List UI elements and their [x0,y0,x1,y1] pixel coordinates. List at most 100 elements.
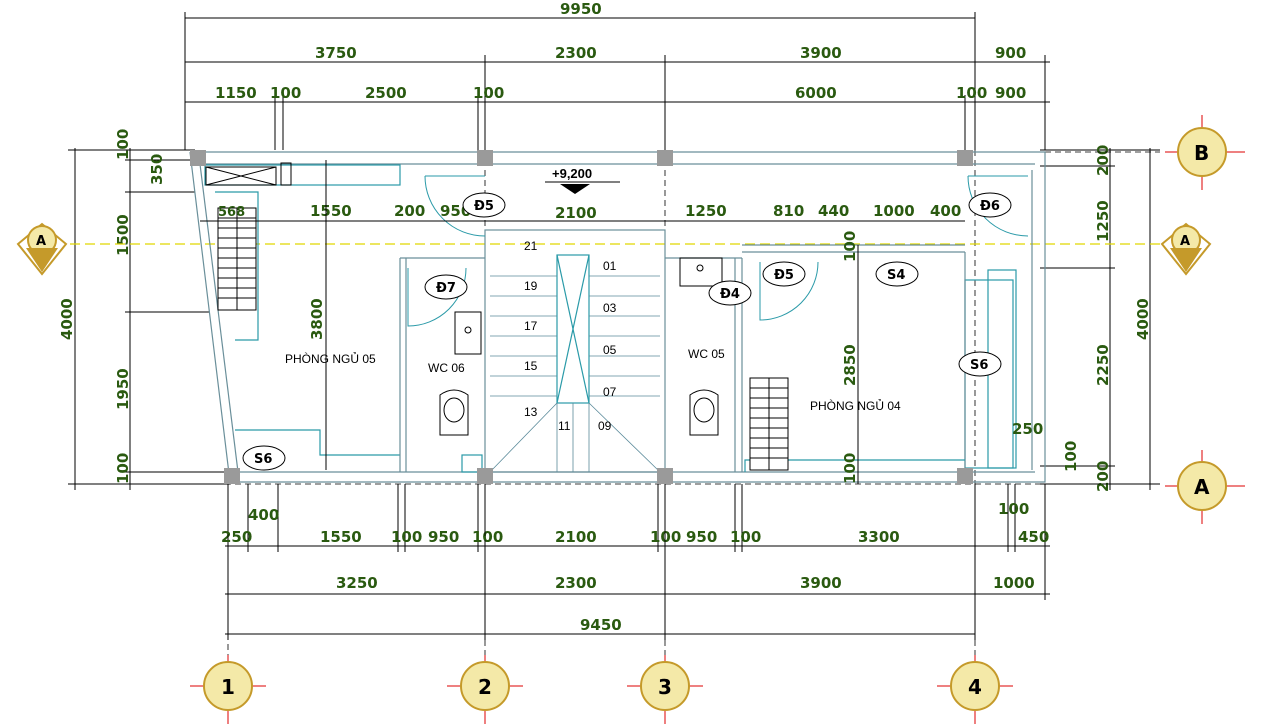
dim-right-100: 100 [1062,441,1080,472]
dim-bot-100e: 100 [998,500,1029,518]
axis-bubble-1: 1 [190,655,266,724]
level-mark [545,181,620,194]
svg-text:03: 03 [603,301,617,315]
stair-numbers: 21 19 17 15 13 11 01 03 05 07 09 [524,239,617,433]
svg-text:B: B [1194,141,1209,165]
svg-text:07: 07 [603,385,617,399]
svg-text:Đ5: Đ5 [474,199,494,214]
room-wc05: WC 05 [688,347,725,361]
dim-left-100b: 100 [114,453,132,484]
svg-text:Đ6: Đ6 [980,199,1000,214]
svg-text:A: A [1180,234,1190,249]
left-dimension-lines [68,148,230,490]
dim-left-1950: 1950 [114,368,132,410]
dim-int-2850: 2850 [841,344,859,386]
svg-text:17: 17 [524,319,538,333]
section-marker-left: A [16,222,68,276]
svg-text:05: 05 [603,343,617,357]
svg-text:01: 01 [603,259,617,273]
dim-bot-3900: 3900 [800,574,842,592]
dim-bot-100a: 100 [391,528,422,546]
dim-top-r3-7: 900 [995,84,1026,102]
svg-text:3: 3 [658,675,672,699]
dim-bot-950a: 950 [428,528,459,546]
dim-top-r3-2: 100 [270,84,301,102]
svg-text:S6: S6 [254,452,272,467]
dim-bot-100c: 100 [650,528,681,546]
stair-treads [489,275,661,473]
svg-text:S4: S4 [887,268,905,283]
dim-int-200: 200 [394,202,425,220]
dim-top-r3-3: 2500 [365,84,407,102]
svg-text:09: 09 [598,419,612,433]
dim-top-r3-5: 6000 [795,84,837,102]
dim-bot-100b: 100 [472,528,503,546]
fixtures [205,162,723,436]
door-tag-2: Đ6 [968,192,1012,218]
dim-int-1000: 1000 [873,202,915,220]
svg-text:A: A [1194,475,1210,499]
dim-int-3800: 3800 [308,298,326,340]
door-tag-3: Đ7 [424,274,468,300]
dim-top-1: 3750 [315,44,357,62]
svg-text:4: 4 [968,675,982,699]
svg-text:2: 2 [478,675,492,699]
axis-bubble-2: 2 [447,655,523,724]
dim-int-100b: 100 [841,453,859,484]
svg-text:11: 11 [558,419,571,433]
axis-bubble-B: B [1165,115,1245,190]
dim-right-200b: 200 [1094,461,1112,492]
dim-top-r3-1: 1150 [215,84,257,102]
window-tag-3: S6 [242,445,286,471]
dim-bot-250: 250 [221,528,252,546]
door-tag-5: Đ5 [762,261,806,287]
room-bed05: PHÒNG NGỦ 05 [285,351,376,366]
dim-int-400: 400 [930,202,961,220]
window-tag-1: S4 [875,261,919,287]
dim-int-1250: 1250 [685,202,727,220]
dim-int-440: 440 [818,202,849,220]
dim-right-1250: 1250 [1094,200,1112,242]
bottom-dimension-lines [225,484,1050,640]
dim-right-200: 200 [1094,145,1112,176]
dim-bot-950b: 950 [686,528,717,546]
dim-bot-1550: 1550 [320,528,362,546]
dim-int-810: 810 [773,202,804,220]
dim-bot-2100: 2100 [555,528,597,546]
level-label: +9,200 [552,166,592,181]
dim-bot-3250: 3250 [336,574,378,592]
dim-left-100: 100 [114,129,132,160]
dim-top-3: 3900 [800,44,842,62]
columns [190,150,973,484]
svg-text:15: 15 [524,359,538,373]
room-bed04: PHÒNG NGỦ 04 [810,398,901,413]
dim-left-350: 350 [148,154,166,185]
dim-top-4: 900 [995,44,1026,62]
svg-text:21: 21 [524,239,538,253]
svg-text:13: 13 [524,405,538,419]
dim-left-4000: 4000 [58,298,76,340]
room-wc06: WC 06 [428,361,465,375]
door-tag-1: Đ5 [462,192,506,218]
dim-int-2100: 2100 [555,204,597,222]
svg-text:1: 1 [221,675,235,699]
dim-bot-2300: 2300 [555,574,597,592]
dim-top-2: 2300 [555,44,597,62]
wardrobe-right [749,377,789,471]
dim-int-568: 568 [218,205,245,220]
dim-top-r3-6: 100 [956,84,987,102]
walls [189,151,1046,483]
door-swings [407,175,1029,327]
dim-bot-3300: 3300 [858,528,900,546]
dim-right-2250: 2250 [1094,344,1112,386]
dim-int-1550: 1550 [310,202,352,220]
dim-bot-100d: 100 [730,528,761,546]
svg-text:Đ5: Đ5 [774,268,794,283]
window-tag-2: S6 [958,351,1002,377]
svg-text:Đ4: Đ4 [720,287,740,302]
svg-text:19: 19 [524,279,538,293]
wardrobe-left [217,207,257,311]
axis-bubble-4: 4 [937,655,1013,724]
door-tag-4: Đ4 [708,280,752,306]
